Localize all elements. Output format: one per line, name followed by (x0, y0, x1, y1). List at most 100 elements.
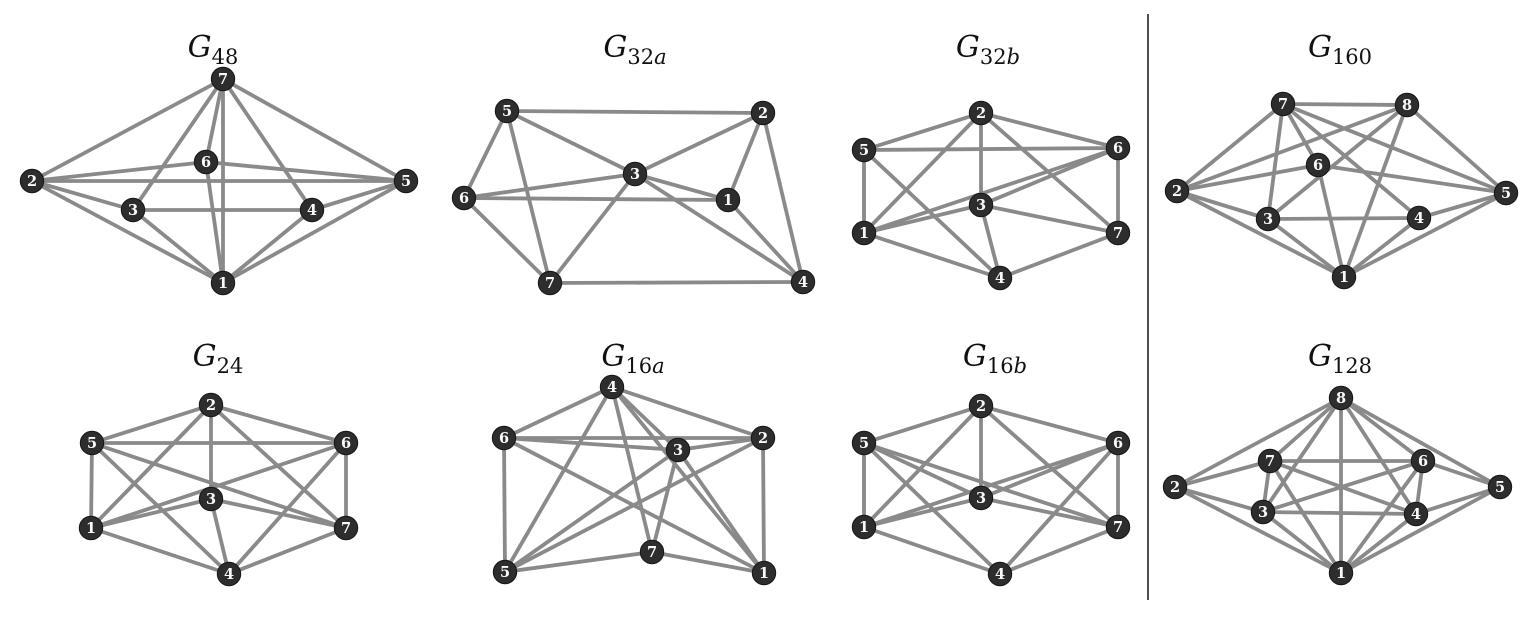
node-label-G24-7: 7 (341, 520, 351, 537)
node-label-G48-6: 6 (201, 154, 211, 171)
edge-G128-6-1 (1339, 459, 1425, 575)
edge-G32b-1-4 (862, 231, 1002, 280)
edge-G32a-6-1 (462, 196, 730, 202)
graph-title-G32a: G32a (603, 30, 666, 69)
node-G160-5 (1493, 180, 1519, 206)
edge-G128-2-1 (1173, 485, 1343, 575)
graph-title-G48: G48 (188, 30, 239, 69)
node-G160-6 (1305, 152, 1331, 178)
edge-G16b-3-1 (862, 496, 983, 529)
edge-G32a-5-2 (505, 109, 765, 115)
edge-G16a-7-5 (503, 550, 654, 574)
edge-G24-3-1 (89, 497, 213, 530)
edge-G48-2-3 (30, 179, 135, 212)
edge-G32a-6-3 (462, 172, 637, 200)
node-G32b-3 (968, 192, 994, 218)
edge-G128-3-6 (1261, 459, 1425, 514)
graph-title-G128: G128 (1308, 339, 1372, 378)
edge-G16b-2-5 (862, 404, 983, 445)
node-G128-2 (1162, 474, 1188, 500)
edge-G16a-6-3 (502, 436, 680, 452)
edge-G160-2-1 (1175, 189, 1346, 279)
edge-G32b-2-5 (862, 111, 983, 152)
node-label-G24-3: 3 (206, 491, 216, 508)
node-G160-7 (1270, 91, 1296, 117)
node-G32a-6 (451, 185, 477, 211)
node-G16b-5 (851, 430, 877, 456)
node-G24-7 (333, 515, 359, 541)
node-G160-8 (1394, 92, 1420, 118)
edge-G16a-2-3 (676, 436, 765, 452)
node-label-G16a-1: 1 (759, 565, 769, 582)
edge-G48-7-5 (221, 77, 408, 183)
edge-G32a-3-1 (633, 172, 730, 202)
node-label-G160-3: 3 (1263, 211, 1273, 228)
node-G160-1 (1331, 264, 1357, 290)
node-G128-3 (1250, 499, 1276, 525)
graph-title-G24: G24 (193, 339, 244, 378)
edge-G16a-4-5 (503, 385, 614, 574)
edge-G16a-3-7 (650, 448, 680, 554)
edge-G48-4-5 (310, 179, 408, 212)
node-G32a-7 (537, 270, 563, 296)
edge-G16b-1-4 (862, 525, 1002, 576)
edge-G32b-5-4 (862, 148, 1002, 280)
node-label-G16a-2: 2 (758, 430, 768, 447)
edge-G24-6-1 (89, 441, 348, 530)
node-label-G32a-1: 1 (723, 192, 733, 209)
node-G32b-7 (1105, 220, 1131, 246)
edge-G24-4-7 (227, 526, 348, 576)
graph-title-G16a: G16a (601, 339, 664, 378)
edge-G32a-7-4 (548, 280, 805, 285)
node-label-G16b-3: 3 (976, 490, 986, 507)
node-G16a-6 (491, 425, 517, 451)
node-G16a-2 (750, 425, 776, 451)
node-G24-1 (78, 515, 104, 541)
edge-G24-1-4 (89, 526, 231, 576)
edge-G48-6-1 (204, 160, 225, 285)
node-G32a-4 (790, 269, 816, 295)
edge-G128-6-5 (1421, 459, 1502, 489)
edge-G24-2-5 (90, 403, 213, 445)
node-label-G128-6: 6 (1418, 453, 1428, 470)
graph-title-G160: G160 (1308, 30, 1372, 69)
node-G24-3 (198, 486, 224, 512)
node-G32b-5 (851, 137, 877, 163)
edge-G24-2-6 (209, 403, 348, 445)
edge-G128-2-7 (1173, 459, 1272, 489)
edge-G32b-6-3 (979, 146, 1120, 207)
node-label-G16b-1: 1 (859, 519, 869, 536)
edge-G128-8-7 (1268, 396, 1343, 463)
edge-G32a-3-4 (633, 172, 805, 284)
node-G16b-6 (1105, 430, 1131, 456)
node-label-G160-2: 2 (1172, 183, 1182, 200)
edge-G48-4-1 (221, 208, 314, 285)
node-G16a-3 (665, 437, 691, 463)
node-G16b-4 (987, 561, 1013, 587)
node-label-G16a-6: 6 (499, 430, 509, 447)
node-label-G160-8: 8 (1402, 97, 1412, 114)
edge-G16a-6-5 (502, 436, 507, 574)
node-label-G160-6: 6 (1313, 157, 1323, 174)
node-G48-3 (120, 197, 146, 223)
node-label-G16a-4: 4 (607, 379, 617, 396)
node-G128-8 (1328, 385, 1354, 411)
node-label-G32a-2: 2 (758, 105, 768, 122)
node-G160-2 (1164, 178, 1190, 204)
edge-G16b-2-6 (979, 404, 1120, 445)
node-label-G32b-2: 2 (976, 105, 986, 122)
edge-G128-8-4 (1339, 396, 1418, 516)
edge-G32b-2-6 (979, 111, 1120, 150)
edge-G16a-3-5 (503, 448, 680, 574)
node-G128-7 (1257, 448, 1283, 474)
node-G24-4 (216, 561, 242, 587)
edge-G48-7-2 (30, 77, 225, 183)
node-label-G32b-6: 6 (1113, 140, 1123, 157)
edge-G24-5-1 (89, 441, 94, 530)
edge-G48-3-1 (131, 208, 225, 285)
edge-G16b-5-3 (862, 441, 983, 500)
node-label-G24-5: 5 (87, 435, 97, 452)
